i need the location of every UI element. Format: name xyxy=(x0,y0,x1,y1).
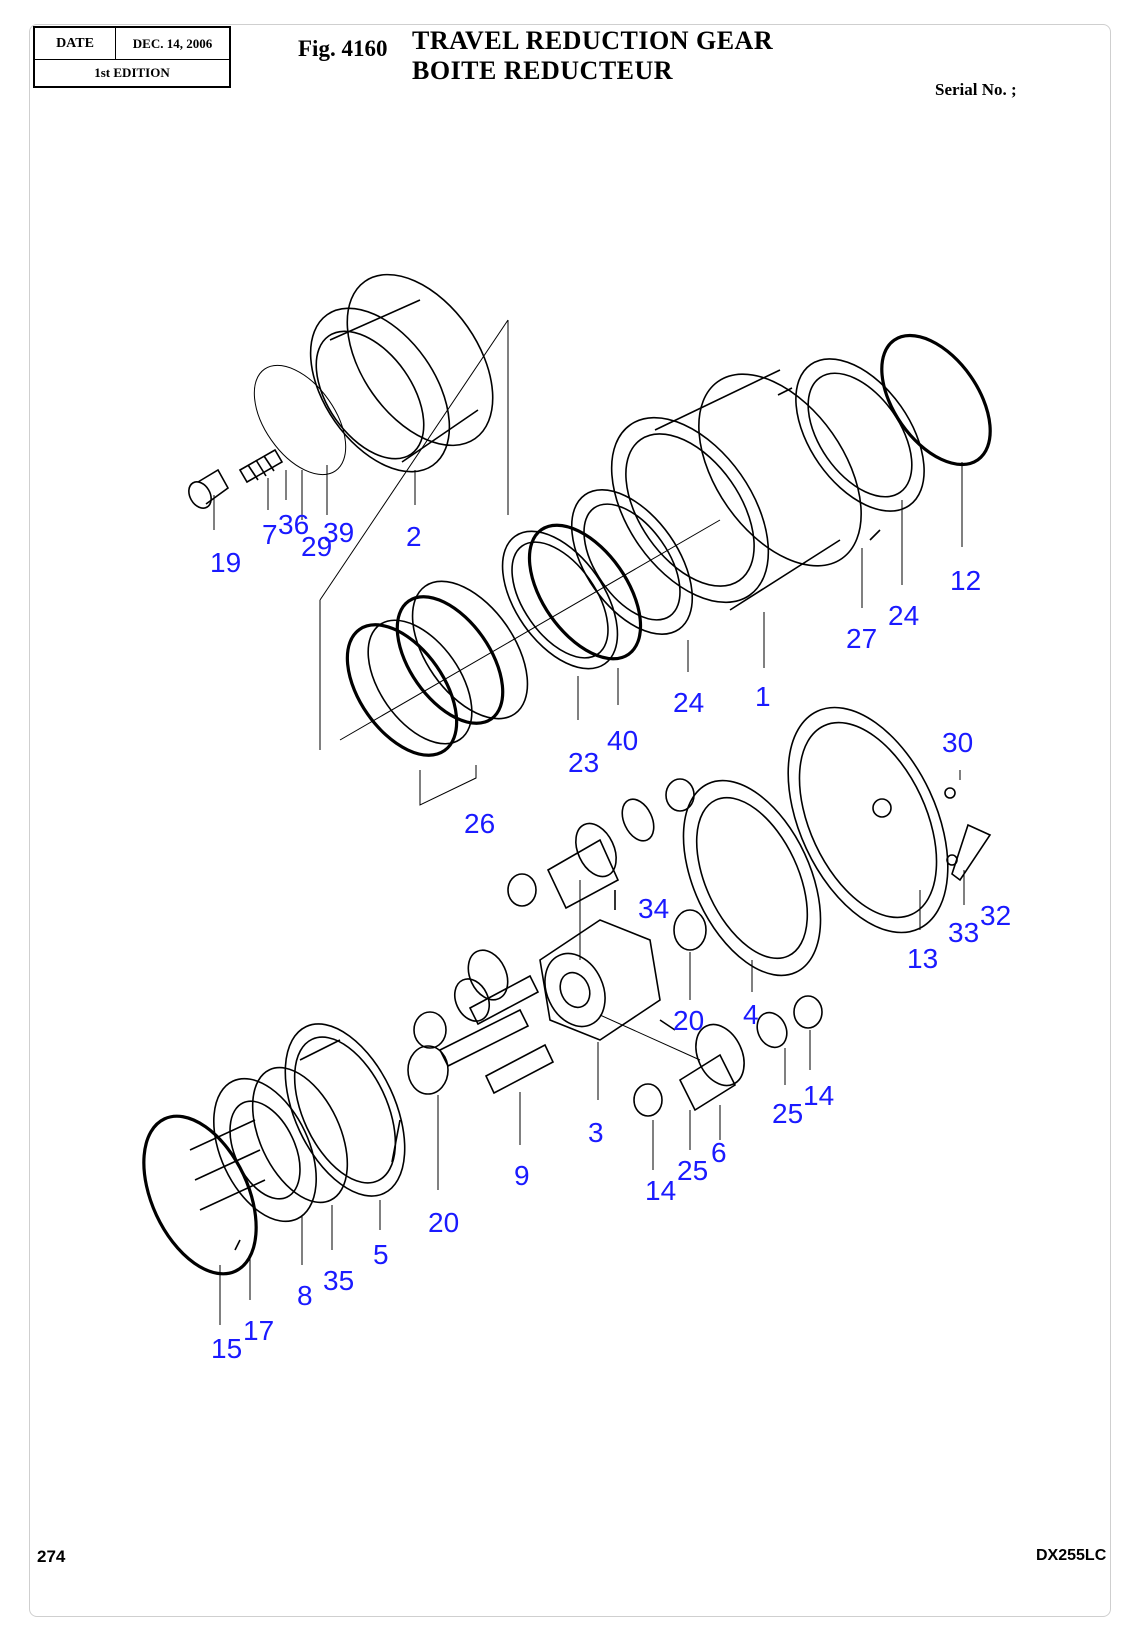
shaft-part-7 xyxy=(238,448,284,484)
callout-39: 39 xyxy=(323,517,354,548)
washer-part-20-bottom xyxy=(407,1045,449,1095)
callout-20-left: 20 xyxy=(428,1207,459,1238)
bushing-part-19 xyxy=(188,468,230,509)
callout-19: 19 xyxy=(210,547,241,578)
serial-number: Serial No. ; xyxy=(935,80,1017,99)
model-name: DX255LC xyxy=(1036,1547,1107,1564)
callout-33: 33 xyxy=(948,917,979,948)
gear-part-35 xyxy=(251,1066,349,1204)
date-box: DATE DEC. 14, 2006 1st EDITION xyxy=(33,26,231,88)
pin-part-17 xyxy=(234,1239,241,1251)
plug-part-30 xyxy=(944,787,956,799)
cover-part-13 xyxy=(787,706,949,934)
callout-26: 26 xyxy=(464,808,495,839)
gear-set-middle xyxy=(453,949,509,1022)
callout-labels: 19 7 36 29 39 2 12 24 27 1 24 40 23 26 3… xyxy=(210,509,1011,1364)
callout-23: 23 xyxy=(568,747,599,778)
callout-9: 9 xyxy=(514,1160,530,1191)
callout-4: 4 xyxy=(743,999,759,1030)
center-axis-line-top xyxy=(339,519,721,741)
bearing-part-24-left xyxy=(570,489,694,635)
hub-part-1 xyxy=(610,369,862,611)
drum-part-5 xyxy=(284,1023,406,1197)
page-frame xyxy=(29,24,1111,1617)
washer-part-14-left xyxy=(633,1083,663,1117)
washer-part-33 xyxy=(946,854,958,866)
gear-part-6 xyxy=(678,1023,745,1112)
seal-kit-part-26 xyxy=(345,580,529,806)
center-axis-lines-middle xyxy=(579,880,701,1061)
callout-36: 36 xyxy=(278,509,309,540)
callout-1: 1 xyxy=(755,681,771,712)
ring-part-15 xyxy=(142,1114,258,1276)
seal-ring-part-12 xyxy=(880,333,992,467)
callout-3: 3 xyxy=(588,1117,604,1148)
ring-part-40 xyxy=(527,523,643,661)
callout-12: 12 xyxy=(950,565,981,596)
carrier-part-3 xyxy=(539,919,661,1041)
callout-24-right: 24 xyxy=(888,600,919,631)
callout-29: 29 xyxy=(301,531,332,562)
title-english: TRAVEL REDUCTION GEAR xyxy=(412,26,774,55)
callout-25-left: 25 xyxy=(677,1155,708,1186)
figure-number: Fig. 4160 xyxy=(298,36,388,61)
bolt-part-32 xyxy=(951,823,992,882)
pin-part-20 xyxy=(659,1019,676,1031)
callout-25-right: 25 xyxy=(772,1098,803,1129)
housing-part-2 xyxy=(253,273,494,476)
group-outline-top xyxy=(319,319,509,750)
date-value: DEC. 14, 2006 xyxy=(132,36,213,51)
callout-20-right: 20 xyxy=(673,1005,704,1036)
edition-label: 1st EDITION xyxy=(94,65,170,80)
washer-part-14-right xyxy=(793,995,823,1029)
callout-6: 6 xyxy=(711,1137,727,1168)
gear-shaft-upper xyxy=(546,798,655,910)
washer-upper xyxy=(507,873,537,907)
callout-40: 40 xyxy=(607,725,638,756)
callout-13: 13 xyxy=(907,943,938,974)
ring-part-23 xyxy=(501,530,619,670)
callout-35: 35 xyxy=(323,1265,354,1296)
callout-2: 2 xyxy=(406,521,422,552)
date-row: DATE DEC. 14, 2006 xyxy=(35,28,229,60)
callout-27: 27 xyxy=(846,623,877,654)
date-label: DATE xyxy=(35,28,116,59)
washer-part-20-left xyxy=(413,1011,447,1049)
title-french: BOITE REDUCTEUR xyxy=(412,56,674,85)
washer-upper-right xyxy=(665,778,695,812)
callout-14-left: 14 xyxy=(645,1175,676,1206)
callout-24-left: 24 xyxy=(673,687,704,718)
leader-lines xyxy=(213,462,965,1325)
bearing-part-25-right xyxy=(756,1011,788,1049)
callout-30: 30 xyxy=(942,727,973,758)
callout-34: 34 xyxy=(638,893,669,924)
callout-15: 15 xyxy=(211,1333,242,1364)
pins-part-27 xyxy=(777,387,881,541)
callout-32: 32 xyxy=(980,900,1011,931)
callout-7: 7 xyxy=(262,519,278,550)
ring-gear-part-4 xyxy=(682,779,822,977)
page-number: 274 xyxy=(37,1547,66,1566)
callout-14-right: 14 xyxy=(803,1080,834,1111)
callout-8: 8 xyxy=(297,1280,313,1311)
pins-part-9 xyxy=(438,974,555,1095)
washer-part-34 xyxy=(673,909,707,951)
callout-17: 17 xyxy=(243,1315,274,1346)
callout-5: 5 xyxy=(373,1239,389,1270)
